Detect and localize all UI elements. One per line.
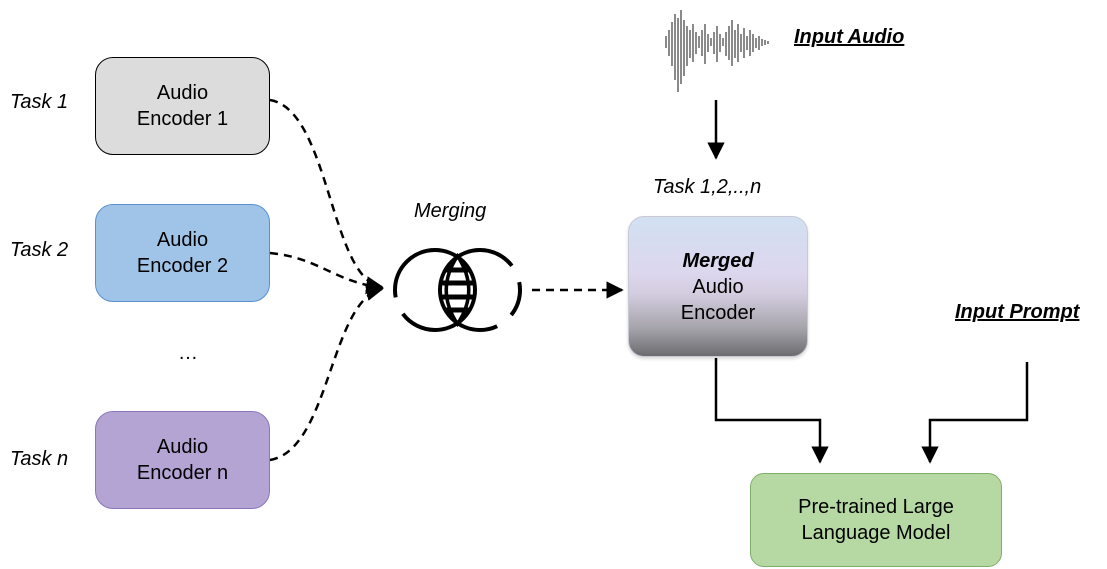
llm-line2: Language Model [801, 522, 951, 544]
merged-audio-encoder-box: Merged Audio Encoder [628, 216, 808, 357]
encoder-2-line2: Encoder 2 [136, 255, 229, 277]
merging-label: Merging [414, 200, 487, 222]
audio-waveform-icon [665, 10, 769, 92]
task-label-2: Task 2 [10, 239, 69, 261]
encoder-1-line1: Audio [156, 82, 209, 104]
llm-box: Pre-trained Large Language Model [750, 473, 1002, 567]
task-label-1: Task 1 [10, 91, 69, 113]
dashed-connector-encoder-1 [269, 98, 384, 294]
merged-task-label: Task 1,2,..,n [653, 176, 762, 198]
merged-encoder-line1: Merged [682, 249, 754, 272]
merged-encoder-line2: Audio [692, 275, 744, 298]
encoder-n-line1: Audio [156, 436, 209, 458]
task-label-n: Task n [10, 448, 69, 470]
merging-icon [393, 248, 522, 332]
connector-prompt-to-llm [921, 362, 1029, 464]
encoder-n-line2: Encoder n [136, 462, 229, 484]
llm-line1: Pre-trained Large [798, 496, 954, 518]
encoder-2-line1: Audio [156, 229, 209, 251]
input-prompt-label: Input Prompt [955, 301, 1080, 323]
encoder-1-line2: Encoder 1 [136, 108, 229, 130]
audio-encoder-1-box: Audio Encoder 1 [95, 57, 270, 155]
merged-encoder-line3: Encoder [680, 301, 756, 324]
dashed-connector-encoder-2 [269, 251, 384, 295]
ellipsis: … [178, 342, 198, 364]
audio-encoder-2-box: Audio Encoder 2 [95, 204, 270, 302]
connector-merged-to-llm [714, 358, 829, 464]
dashed-connector-encoder-n [269, 283, 384, 462]
audio-encoder-n-box: Audio Encoder n [95, 411, 270, 509]
input-audio-label: Input Audio [794, 26, 905, 48]
